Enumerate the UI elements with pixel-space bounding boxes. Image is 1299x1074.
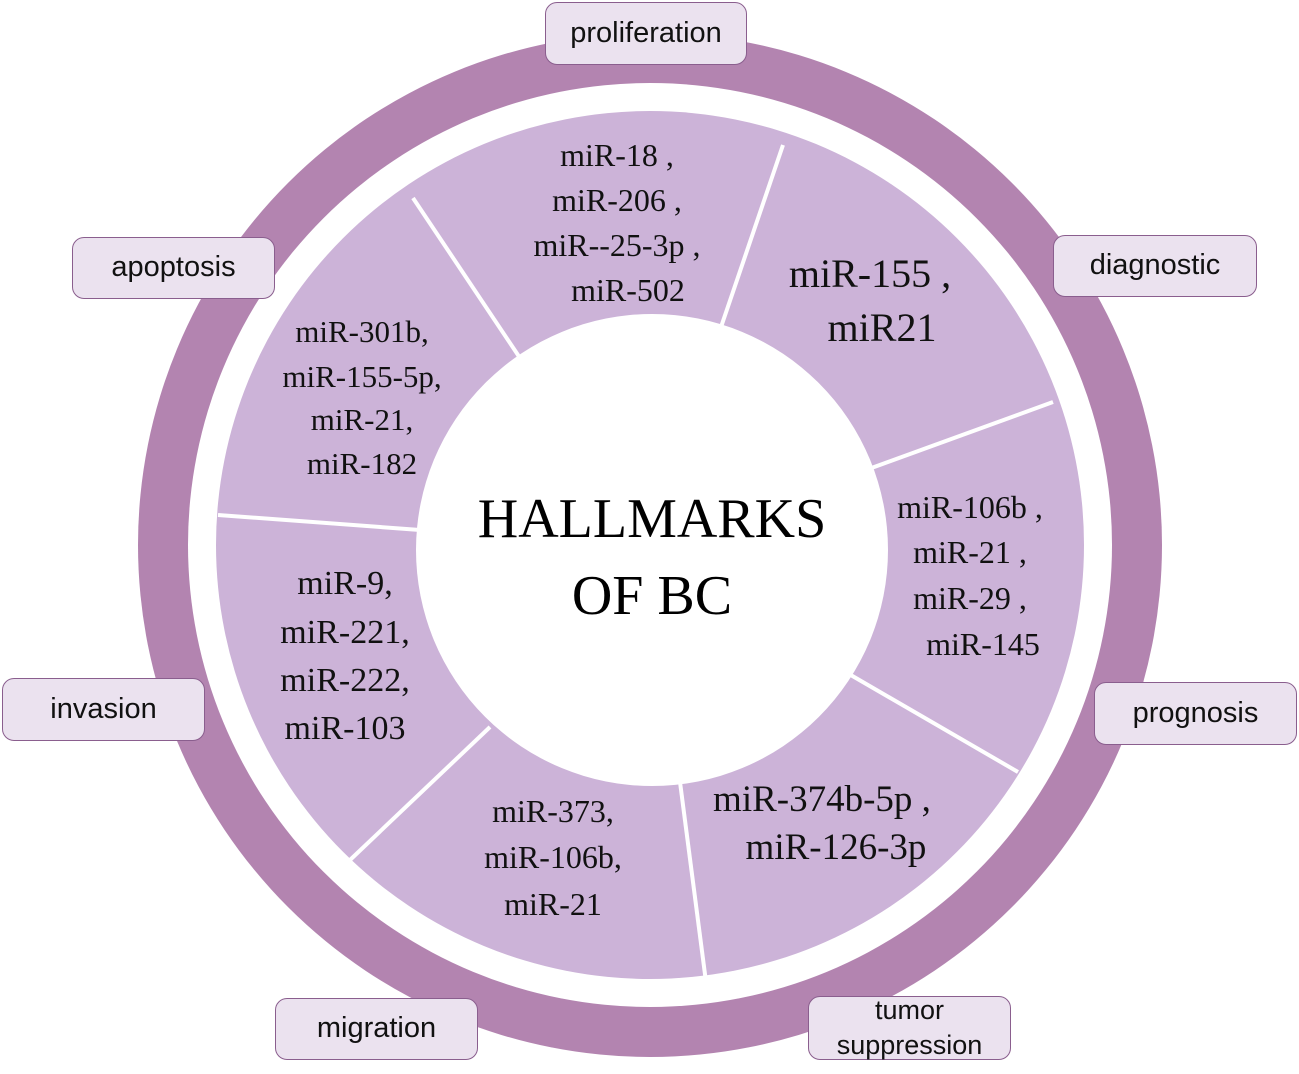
separator-2 (865, 400, 1054, 472)
center-disc (416, 314, 888, 786)
segment-upper-right-text: miR-155 , miR21 (789, 251, 951, 350)
label-proliferation: proliferation (545, 2, 747, 65)
segment-upper-left-text: miR-301b, miR-155-5p, miR-21, miR-182 (282, 314, 441, 481)
segment-left-line: miR-221, (280, 614, 409, 651)
segment-right-line: miR-29 , (913, 580, 1027, 616)
label-prognosis: prognosis (1094, 682, 1297, 745)
segment-bottom-line: miR-106b, (484, 839, 622, 875)
label-invasion: invasion (2, 678, 205, 741)
segment-top-line: miR--25-3p , (533, 227, 700, 263)
label-tumor-line1: tumor (874, 994, 945, 1025)
segment-bottom-line: miR-373, (492, 793, 614, 829)
segment-lower-right-text: miR-374b-5p , miR-126-3p (713, 779, 931, 868)
separator-6 (217, 513, 421, 532)
segment-upper-left-line: miR-301b, (295, 314, 428, 349)
separator-3 (847, 672, 1020, 774)
label-diagnostic: diagnostic (1053, 235, 1257, 297)
segment-right-text: miR-106b , miR-21 , miR-29 , miR-145 (897, 489, 1043, 662)
segment-lower-right-line: miR-126-3p (746, 827, 927, 868)
segment-upper-right-line: miR21 (828, 305, 937, 350)
segment-right-line: miR-106b , (897, 489, 1043, 525)
segment-right-line: miR-21 , (913, 534, 1027, 570)
label-tumor-line2: suppression (836, 1030, 983, 1060)
separator-4 (678, 781, 708, 983)
separator-7 (411, 196, 522, 360)
segment-top-line: miR-502 (571, 272, 685, 308)
segment-upper-left-line: miR-155-5p, (282, 359, 441, 394)
separator-5 (348, 725, 492, 862)
segment-left-line: miR-103 (285, 710, 406, 747)
segment-upper-left-line: miR-182 (307, 446, 417, 481)
segment-top-line: miR-206 , (552, 182, 682, 218)
label-migration: migration (275, 998, 478, 1060)
segment-top-line: miR-18 , (560, 137, 674, 173)
segment-bottom-text: miR-373, miR-106b, miR-21 (484, 793, 622, 922)
segment-top-text: miR-18 , miR-206 , miR--25-3p , miR-502 (533, 137, 700, 308)
segment-separators (217, 144, 1054, 983)
segment-bottom-line: miR-21 (504, 886, 602, 922)
segment-right-line: miR-145 (926, 626, 1040, 662)
center-title-line2: OF BC (572, 565, 732, 627)
center-title-line1: HALLMARKS (478, 488, 826, 550)
label-tumor-suppression: tumor suppression (808, 994, 1011, 1060)
segment-left-line: miR-9, (297, 565, 392, 602)
label-apoptosis: apoptosis (72, 237, 275, 299)
segment-left-line: miR-222, (280, 662, 409, 699)
segment-lower-right-line: miR-374b-5p , (713, 779, 931, 820)
separator-1 (718, 144, 785, 331)
segment-left-text: miR-9, miR-221, miR-222, miR-103 (280, 565, 409, 747)
segment-upper-right-line: miR-155 , (789, 251, 951, 296)
segment-upper-left-line: miR-21, (311, 402, 413, 437)
